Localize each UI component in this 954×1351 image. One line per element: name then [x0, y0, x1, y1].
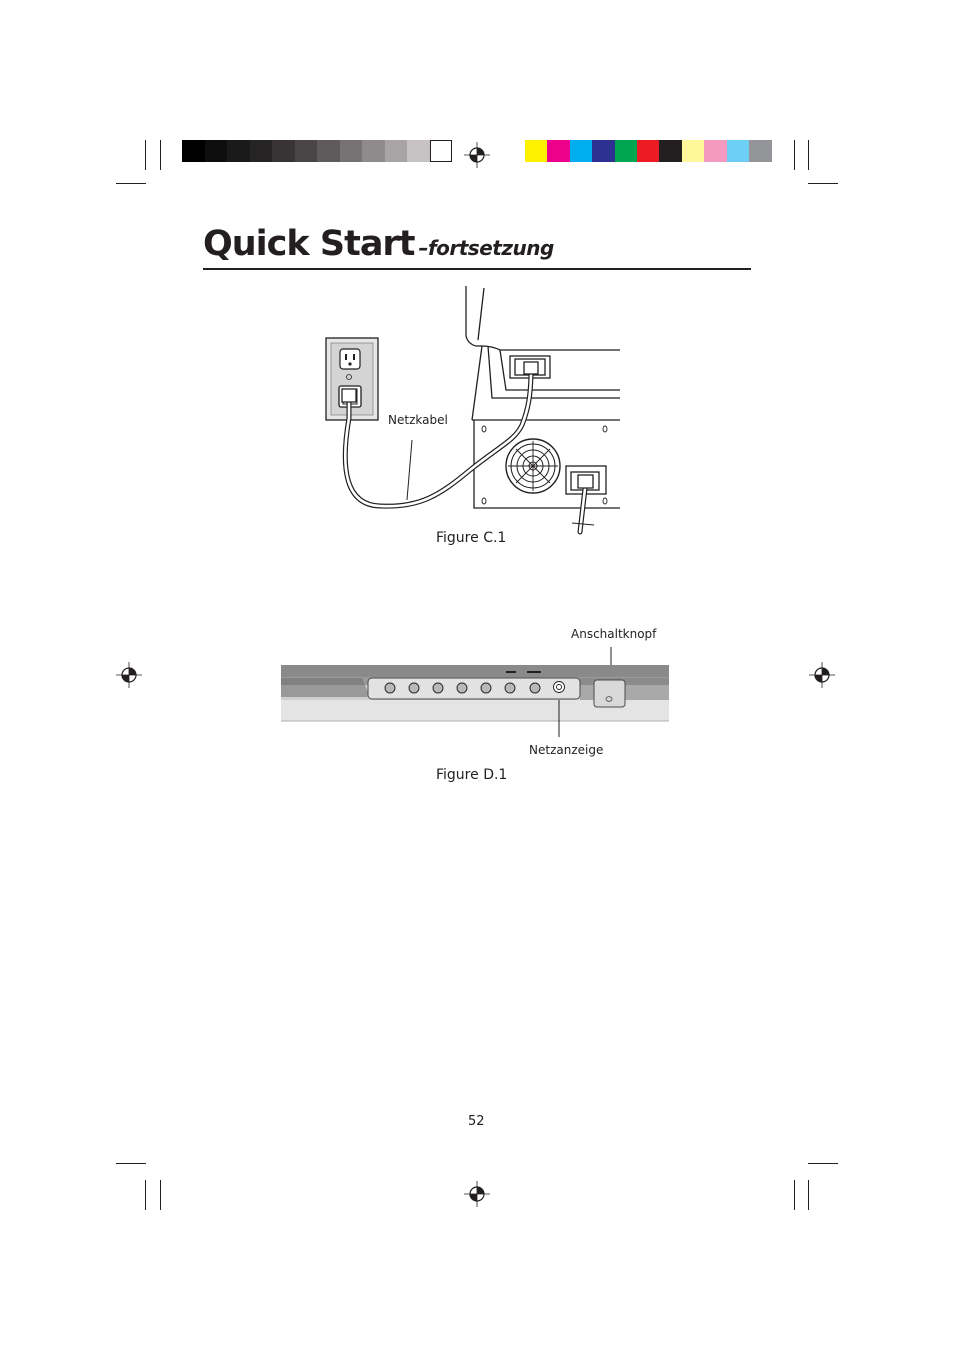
cable-leader-line [406, 439, 413, 501]
color-swatch [592, 140, 616, 162]
gray-swatch [362, 140, 385, 162]
monitor-rear [465, 286, 620, 509]
gray-swatch [272, 140, 295, 162]
color-swatch [569, 140, 593, 162]
wall-outlet [325, 337, 379, 421]
figure-d1-caption: Figure D.1 [436, 767, 508, 783]
gray-swatch [429, 140, 452, 162]
color-swatch [681, 140, 705, 162]
gray-swatch [227, 140, 250, 162]
figure-c1-caption: Figure C.1 [436, 530, 507, 546]
gray-swatch [249, 140, 273, 162]
gray-swatch [182, 140, 205, 162]
fan-grille [505, 438, 561, 494]
gray-swatch [407, 140, 430, 162]
color-swatch [659, 140, 683, 162]
power-cable [342, 367, 595, 535]
color-swatch [637, 140, 660, 162]
plug-heads [341, 361, 594, 489]
figure-d1-illustration [281, 647, 669, 737]
gray-swatch [339, 140, 363, 162]
page-number: 52 [468, 1114, 485, 1129]
cable-label: Netzkabel [388, 413, 448, 427]
screw-marks [481, 425, 608, 505]
color-swatch [704, 140, 728, 162]
color-swatch [726, 140, 750, 162]
color-swatch [547, 140, 571, 162]
registration-target-icon [809, 662, 835, 688]
registration-target-icon [116, 662, 142, 688]
registration-target-icon [464, 142, 490, 168]
title-text: Quick Start [203, 224, 415, 264]
color-swatch [614, 140, 638, 162]
figure-c1-illustration [325, 286, 620, 535]
title-rule [203, 268, 751, 270]
gray-swatch [294, 140, 318, 162]
page-title: Quick Start–fortsetzung [203, 224, 554, 264]
title-subtitle: –fortsetzung [418, 236, 554, 260]
gray-swatch [204, 140, 228, 162]
color-swatch [525, 140, 548, 162]
registration-target-icon [464, 1181, 490, 1207]
front-control-buttons [384, 681, 565, 694]
gray-swatch [317, 140, 340, 162]
monitor-front-bezel [281, 665, 669, 722]
color-swatch [749, 140, 772, 162]
gray-swatch [384, 140, 408, 162]
power-button-label: Anschaltknopf [571, 627, 657, 641]
power-indicator-label: Netzanzeige [529, 743, 604, 757]
